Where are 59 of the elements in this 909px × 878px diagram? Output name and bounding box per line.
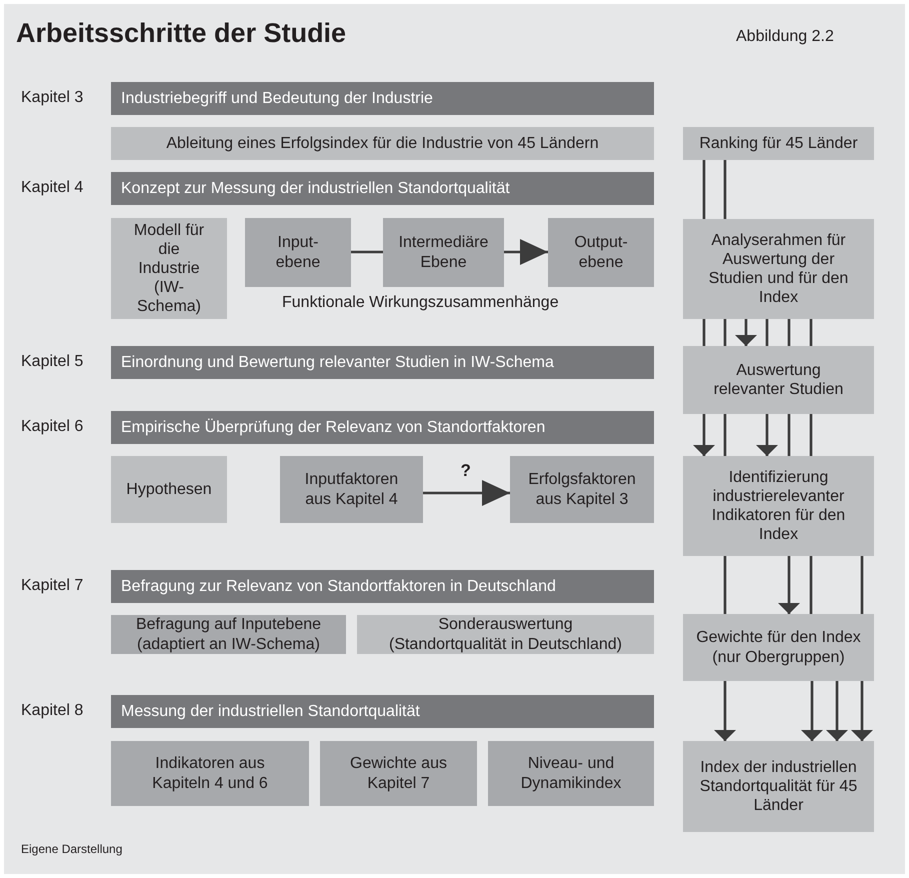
chapter-label: Kapitel 6 (21, 418, 84, 436)
chapter-bar: Befragung zur Relevanz von Standortfaktoren in Deutschland (111, 570, 654, 603)
figure-number: Abbildung 2.2 (736, 28, 834, 46)
arrow (778, 556, 800, 614)
group-caption: Funktionale Wirkungszusammenhänge (282, 294, 559, 312)
step-box: Identifizierung industrierelevanter Indikatoren für den Index (683, 456, 874, 556)
step-box: Auswertung relevanter Studien (683, 346, 874, 414)
connector-line (702, 319, 706, 346)
step-box: Index der industriellen Standortqualität für 45 Länder (683, 741, 874, 832)
chapter-bar: Einordnung und Bewertung relevanter Studien in IW-Schema (111, 346, 654, 379)
connector-line (788, 414, 790, 456)
title: Arbeitsschritte der Studie (16, 18, 346, 49)
step-box: Hypothesen (111, 456, 227, 523)
connector-line (860, 556, 864, 614)
step-box: Gewichte aus Kapitel 7 (320, 741, 477, 806)
step-box: Erfolgsfaktoren aus Kapitel 3 (510, 456, 654, 523)
step-box: Modell für die Industrie (IW-Schema) (111, 218, 227, 319)
arrow (423, 480, 510, 506)
chapter-bar: Empirische Überprüfung der Relevanz von Standortfaktoren (111, 411, 654, 444)
source-note: Eigene Darstellung (21, 842, 122, 856)
arrow (504, 239, 548, 265)
connector-line (810, 319, 812, 346)
step-box: Output- ebene (548, 218, 654, 287)
step-box: Befragung auf Inputebene (adaptiert an IW-Schema) (111, 615, 346, 654)
arrow (851, 681, 873, 741)
connector-line (788, 319, 790, 346)
connector-line (351, 250, 383, 254)
arrow (801, 681, 823, 741)
arrow (756, 414, 778, 456)
connector-line (766, 319, 768, 346)
connector-line (724, 319, 726, 346)
chapter-bar: Konzept zur Messung der industriellen Standortqualität (111, 172, 654, 205)
chapter-label: Kapitel 3 (21, 89, 84, 107)
chapter-label: Kapitel 4 (21, 179, 84, 197)
chapter-bar: Messung der industriellen Standortqualität (111, 695, 654, 728)
chapter-label: Kapitel 5 (21, 353, 84, 371)
arrow (714, 681, 736, 741)
connector-line (724, 414, 726, 456)
chapter-label: Kapitel 8 (21, 702, 84, 720)
chapter-label: Kapitel 7 (21, 577, 84, 595)
step-box: Niveau- und Dynamikindex (488, 741, 654, 806)
arrow (826, 681, 848, 741)
step-box: Analyserahmen für Auswertung der Studien und für den Index (683, 219, 874, 319)
connector-line (810, 414, 812, 456)
connector-line (810, 556, 812, 614)
step-box: Indikatoren aus Kapiteln 4 und 6 (111, 741, 309, 806)
step-box: Ableitung eines Erfolgsindex für die Industrie von 45 Ländern (111, 127, 654, 160)
step-box: Inputfaktoren aus Kapitel 4 (280, 456, 423, 523)
connector-line (724, 160, 726, 219)
connector-line (724, 556, 726, 614)
arrow (693, 414, 715, 456)
step-box: Input- ebene (245, 218, 351, 287)
connector-line (702, 160, 706, 219)
step-box: Ranking für 45 Länder (683, 127, 874, 160)
step-box: Sonderauswertung (Standortqualität in Deutschland) (357, 615, 654, 654)
step-box: Intermediäre Ebene (383, 218, 504, 287)
chapter-bar: Industriebegriff und Bedeutung der Industrie (111, 82, 654, 115)
step-box: Gewichte für den Index (nur Obergruppen) (683, 614, 874, 681)
arrow (735, 319, 757, 346)
